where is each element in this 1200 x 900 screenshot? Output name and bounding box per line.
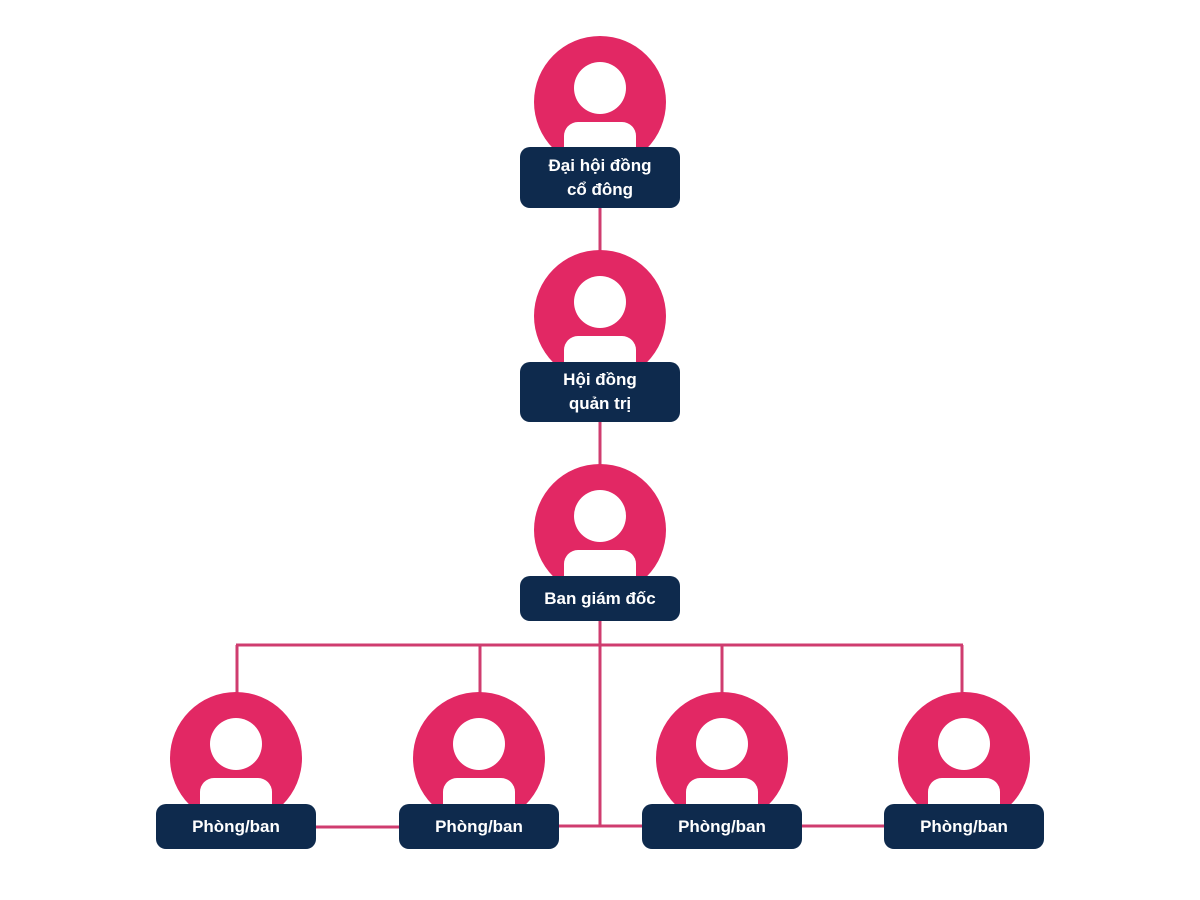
node-dept-2: Phòng/ban — [399, 692, 559, 849]
node-label: Phòng/ban — [642, 804, 802, 849]
node-label: Phòng/ban — [884, 804, 1044, 849]
node-label: Đại hội đồng cổ đông — [520, 147, 680, 208]
node-dept-3: Phòng/ban — [642, 692, 802, 849]
node-label: Phòng/ban — [399, 804, 559, 849]
node-dept-1: Phòng/ban — [156, 692, 316, 849]
node-label: Ban giám đốc — [520, 576, 680, 621]
node-dept-4: Phòng/ban — [884, 692, 1044, 849]
person-avatar-icon — [534, 36, 666, 168]
node-directors: Ban giám đốc — [520, 464, 680, 621]
person-avatar-icon — [656, 692, 788, 824]
person-avatar-icon — [898, 692, 1030, 824]
node-label: Hội đồng quản trị — [520, 362, 680, 422]
person-avatar-icon — [413, 692, 545, 824]
node-board: Hội đồng quản trị — [520, 250, 680, 422]
node-label: Phòng/ban — [156, 804, 316, 849]
node-shareholders: Đại hội đồng cổ đông — [520, 36, 680, 208]
